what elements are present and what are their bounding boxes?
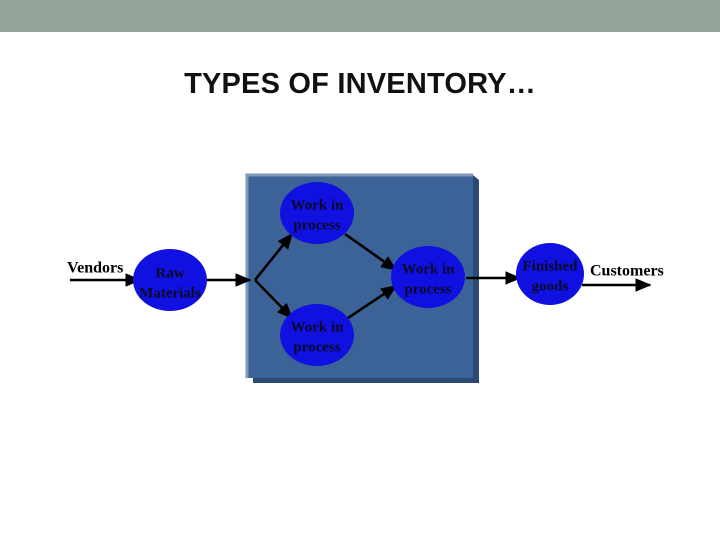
plant-box-highlight-edge: [245, 173, 473, 378]
wip-bottom-label-line-1: Work in: [291, 319, 345, 335]
raw-materials-label-line-1: Raw: [155, 265, 184, 281]
inventory-flow-diagram: Raw Materials Work in process Work in pr…: [0, 150, 720, 410]
node-finished-goods[interactable]: Finished goods: [516, 243, 584, 305]
node-wip-bottom[interactable]: Work in process: [280, 304, 354, 366]
node-wip-final[interactable]: Work in process: [391, 246, 465, 308]
wip-final-ellipse: [391, 246, 465, 308]
wip-bottom-label-line-2: process: [293, 339, 340, 355]
wip-top-ellipse: [280, 182, 354, 244]
customers-label: Customers: [590, 263, 664, 280]
raw-materials-ellipse: [133, 249, 207, 311]
vendors-label: Vendors: [67, 260, 123, 277]
node-wip-top[interactable]: Work in process: [280, 182, 354, 244]
page-title: TYPES OF INVENTORY…: [184, 68, 536, 100]
flow-connectors: [70, 232, 652, 322]
node-raw-materials[interactable]: Raw Materials: [133, 249, 207, 311]
finished-goods-label-line-1: Finished: [522, 258, 578, 274]
wip-top-label-line-1: Work in: [291, 197, 345, 213]
wip-final-label-line-2: process: [404, 281, 451, 297]
slide-top-band: [0, 0, 720, 32]
wip-final-label-line-1: Work in: [402, 261, 456, 277]
wip-bottom-ellipse: [280, 304, 354, 366]
raw-materials-label-line-2: Materials: [139, 285, 201, 301]
edge-wip-top-to-wip-final: [344, 232, 398, 272]
finished-goods-label-line-2: goods: [532, 278, 569, 294]
edge-split-to-wip-top: [253, 232, 294, 281]
wip-top-label-line-2: process: [293, 217, 340, 233]
edge-wip-bottom-to-wip-final: [344, 284, 398, 322]
finished-goods-ellipse: [516, 243, 584, 305]
edge-split-to-wip-bottom: [254, 279, 294, 320]
